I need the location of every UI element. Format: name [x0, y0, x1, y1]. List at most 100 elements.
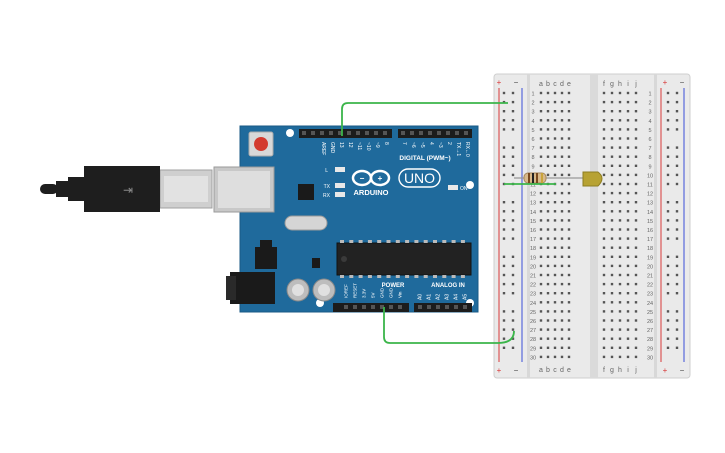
breadboard-hole[interactable] — [560, 201, 564, 204]
breadboard-hole[interactable] — [553, 164, 557, 167]
breadboard-hole[interactable] — [539, 292, 543, 295]
analog-pin-header[interactable] — [414, 303, 472, 312]
wire-pin13-to-breadboard[interactable] — [341, 102, 508, 136]
breadboard-hole[interactable] — [626, 337, 630, 340]
breadboard-hole[interactable] — [618, 137, 622, 140]
breadboard-hole[interactable] — [560, 246, 564, 249]
breadboard-hole[interactable] — [618, 310, 622, 313]
breadboard-hole[interactable] — [618, 91, 622, 95]
breadboard-hole[interactable] — [634, 310, 638, 313]
rail-hole[interactable] — [511, 173, 515, 177]
breadboard-hole[interactable] — [546, 346, 550, 349]
rail-hole[interactable] — [675, 319, 679, 322]
breadboard-hole[interactable] — [553, 191, 557, 195]
breadboard-hole[interactable] — [546, 264, 550, 268]
breadboard-hole[interactable] — [634, 246, 638, 249]
breadboard-hole[interactable] — [602, 246, 606, 249]
breadboard-hole[interactable] — [546, 246, 550, 249]
breadboard-hole[interactable] — [602, 110, 606, 113]
header-pin[interactable] — [427, 305, 431, 309]
breadboard-hole[interactable] — [553, 292, 557, 295]
breadboard-hole[interactable] — [634, 201, 638, 204]
breadboard-hole[interactable] — [553, 219, 557, 222]
breadboard-hole[interactable] — [567, 210, 571, 213]
rail-hole[interactable] — [666, 310, 670, 313]
rail-hole[interactable] — [666, 282, 670, 286]
rail-hole[interactable] — [511, 319, 515, 322]
breadboard-hole[interactable] — [618, 282, 622, 286]
breadboard-hole[interactable] — [546, 100, 550, 104]
breadboard-hole[interactable] — [626, 282, 630, 286]
breadboard-hole[interactable] — [634, 164, 638, 167]
breadboard-hole[interactable] — [602, 173, 606, 177]
rail-hole[interactable] — [502, 337, 506, 340]
breadboard-hole[interactable] — [553, 264, 557, 268]
breadboard-hole[interactable] — [618, 219, 622, 222]
breadboard-hole[interactable] — [567, 310, 571, 313]
header-pin[interactable] — [419, 131, 423, 135]
rail-hole[interactable] — [502, 328, 506, 331]
breadboard-hole[interactable] — [546, 273, 550, 277]
rail-hole[interactable] — [511, 164, 515, 167]
resistor[interactable] — [514, 172, 556, 184]
breadboard-hole[interactable] — [610, 337, 614, 340]
breadboard-hole[interactable] — [539, 273, 543, 277]
breadboard-hole[interactable] — [610, 355, 614, 359]
header-pin[interactable] — [362, 305, 366, 309]
breadboard-hole[interactable] — [560, 319, 564, 322]
breadboard-hole[interactable] — [610, 328, 614, 331]
breadboard-hole[interactable] — [610, 301, 614, 304]
breadboard-hole[interactable] — [553, 110, 557, 113]
breadboard-hole[interactable] — [626, 191, 630, 195]
breadboard-hole[interactable] — [602, 355, 606, 359]
breadboard-hole[interactable] — [626, 155, 630, 158]
breadboard-hole[interactable] — [539, 301, 543, 304]
breadboard-hole[interactable] — [618, 246, 622, 249]
breadboard-hole[interactable] — [539, 264, 543, 268]
breadboard-hole[interactable] — [634, 100, 638, 104]
breadboard-hole[interactable] — [618, 273, 622, 277]
breadboard-hole[interactable] — [634, 328, 638, 331]
breadboard-hole[interactable] — [539, 255, 543, 258]
breadboard-hole[interactable] — [618, 210, 622, 213]
breadboard-hole[interactable] — [618, 155, 622, 158]
breadboard-hole[interactable] — [602, 155, 606, 158]
breadboard-hole[interactable] — [610, 137, 614, 140]
rail-hole[interactable] — [666, 164, 670, 167]
breadboard-hole[interactable] — [602, 328, 606, 331]
header-pin[interactable] — [302, 131, 306, 135]
breadboard-hole[interactable] — [539, 110, 543, 113]
breadboard-hole[interactable] — [553, 155, 557, 158]
rail-hole[interactable] — [666, 146, 670, 149]
rail-hole[interactable] — [666, 292, 670, 295]
rail-hole[interactable] — [666, 319, 670, 322]
usb-b-port[interactable] — [213, 166, 275, 213]
breadboard-hole[interactable] — [610, 210, 614, 213]
rail-hole[interactable] — [502, 91, 506, 95]
rail-hole[interactable] — [502, 346, 506, 349]
breadboard-hole[interactable] — [553, 282, 557, 286]
breadboard-hole[interactable] — [560, 100, 564, 104]
wire-gnd-to-breadboard[interactable] — [383, 307, 515, 344]
breadboard-hole[interactable] — [610, 91, 614, 95]
breadboard-hole[interactable] — [626, 164, 630, 167]
rail-hole[interactable] — [675, 292, 679, 295]
breadboard-hole[interactable] — [610, 273, 614, 277]
breadboard-hole[interactable] — [618, 173, 622, 177]
breadboard-hole[interactable] — [539, 337, 543, 340]
breadboard-hole[interactable] — [553, 319, 557, 322]
breadboard-hole[interactable] — [553, 91, 557, 95]
breadboard-hole[interactable] — [567, 91, 571, 95]
breadboard-hole[interactable] — [602, 237, 606, 240]
breadboard-hole[interactable] — [626, 110, 630, 113]
breadboard-hole[interactable] — [618, 201, 622, 204]
breadboard-hole[interactable] — [553, 100, 557, 104]
led[interactable] — [556, 171, 603, 187]
breadboard-hole[interactable] — [602, 201, 606, 204]
breadboard-hole[interactable] — [560, 219, 564, 222]
rail-hole[interactable] — [675, 273, 679, 277]
breadboard-hole[interactable] — [553, 328, 557, 331]
rail-hole[interactable] — [502, 155, 506, 158]
breadboard-hole[interactable] — [553, 146, 557, 149]
breadboard-hole[interactable] — [626, 246, 630, 249]
